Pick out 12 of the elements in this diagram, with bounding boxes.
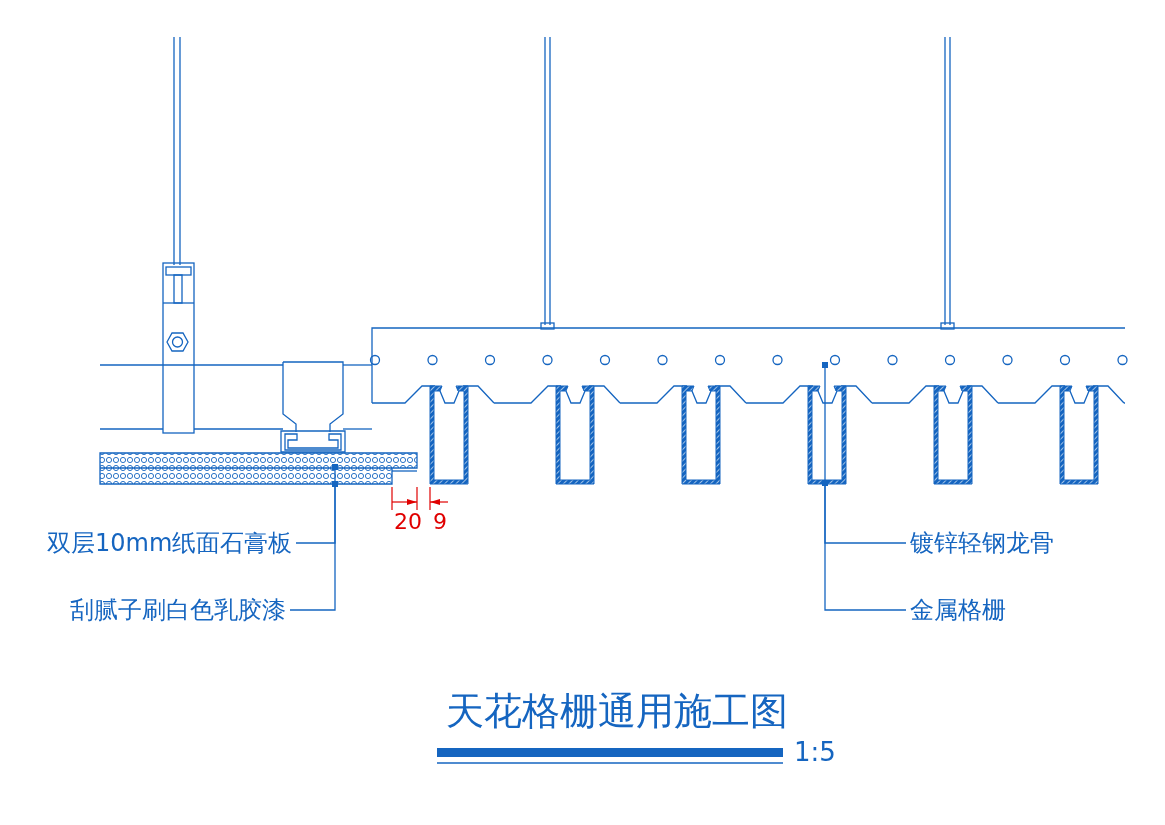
drawing-title: 天花格栅通用施工图	[446, 692, 788, 730]
leader-line	[295, 464, 338, 544]
dimension-value: 20	[394, 511, 422, 533]
scale-label: 1:5	[794, 739, 836, 765]
callout-text: 双层10mm纸面石膏板	[47, 531, 293, 555]
callout-text: 金属格栅	[910, 598, 1006, 622]
leader-line	[822, 480, 907, 611]
callout-text: 镀锌轻钢龙骨	[910, 531, 1054, 555]
callout-text: 刮腻子刷白色乳胶漆	[70, 598, 286, 622]
leader-line	[822, 362, 907, 544]
dimension-value: 9	[433, 511, 447, 533]
leader-line	[289, 481, 338, 611]
